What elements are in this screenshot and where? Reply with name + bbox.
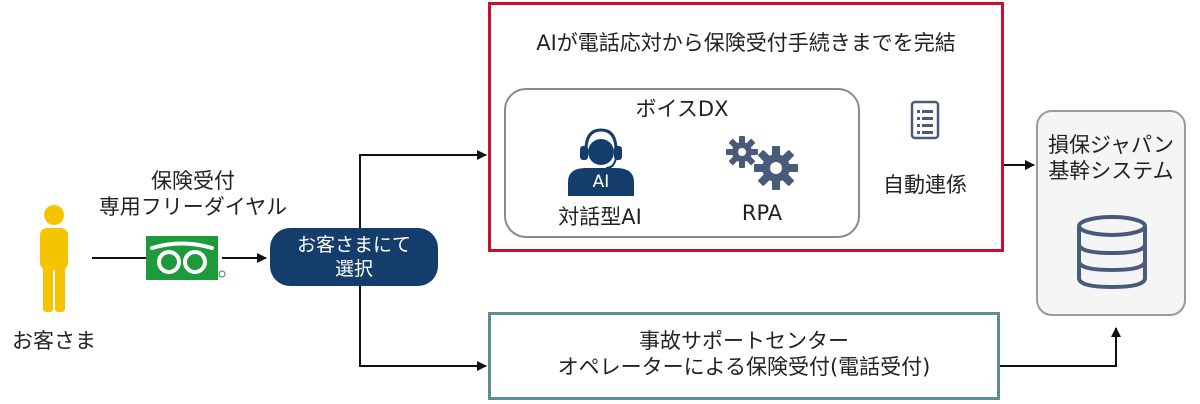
dial-caption-line1: 保険受付 — [151, 169, 235, 193]
voice-dx-title: ボイスDX — [635, 97, 729, 121]
dial-caption-line2: 専用フリーダイヤル — [98, 195, 288, 219]
dial-caption: 保険受付 専用フリーダイヤル — [88, 168, 298, 220]
database-icon — [1077, 215, 1147, 290]
operator-text: 事故サポートセンター オペレーターによる保険受付(電話受付) — [488, 328, 1000, 380]
core-system-title: 損保ジャパン 基幹システム — [1036, 132, 1186, 184]
operator-line1: 事故サポートセンター — [639, 329, 849, 353]
operator-box — [488, 312, 1000, 400]
free-dial-icon — [146, 236, 226, 280]
ai-operator-icon — [568, 128, 634, 196]
rpa-label: RPA — [741, 201, 783, 225]
voice-dx-box — [504, 88, 860, 238]
select-line1: お客さまにて — [296, 234, 411, 256]
customer-label: お客さま — [12, 329, 96, 353]
core-system-line1: 損保ジャパン — [1048, 133, 1174, 157]
core-system-box — [1036, 110, 1186, 316]
ai-badge: AI — [592, 172, 610, 192]
auto-link-label: 自動連係 — [883, 173, 967, 197]
operator-line2: オペレーターによる保険受付(電話受付) — [557, 355, 931, 379]
person-icon — [40, 205, 68, 312]
ai-label: 対話型AI — [558, 205, 642, 229]
gears-icon — [726, 136, 798, 190]
document-icon — [910, 100, 940, 140]
ai-box-title: AIが電話応対から保険受付手続きまでを完結 — [536, 31, 956, 55]
customer-select-node: お客さまにて 選択 — [270, 228, 438, 286]
core-system-line2: 基幹システム — [1048, 159, 1174, 183]
select-line2: 選択 — [334, 258, 373, 280]
